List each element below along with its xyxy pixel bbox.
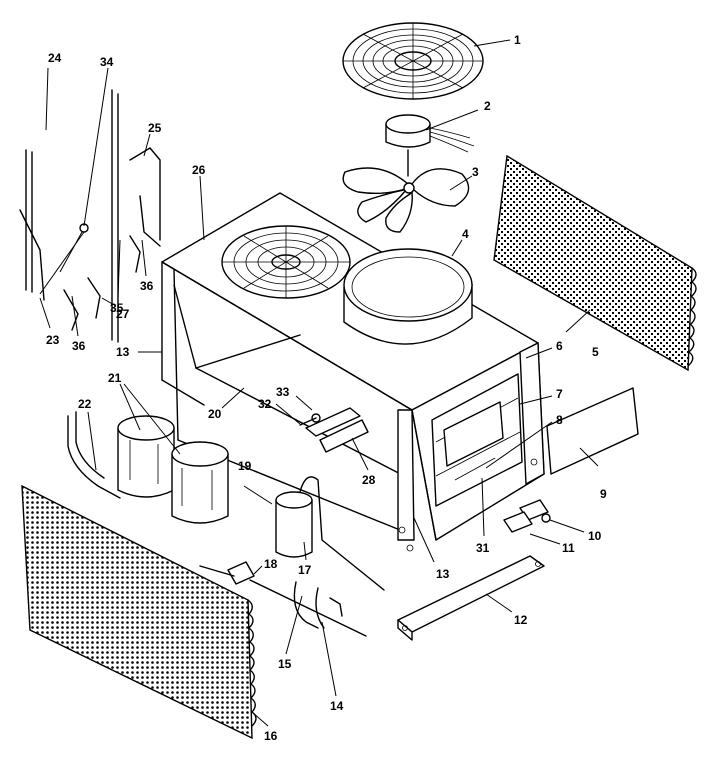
callout-23: 23: [46, 333, 60, 347]
callout-9: 9: [600, 487, 607, 501]
callout-32: 32: [258, 397, 272, 411]
callout-20: 20: [208, 407, 222, 421]
callout-8: 8: [556, 413, 563, 427]
callout-17: 17: [298, 563, 312, 577]
filter-drier: [199, 561, 367, 637]
mounting-brackets: [19, 89, 161, 343]
fan-blade: [342, 167, 470, 233]
callout-34: 34: [100, 55, 114, 69]
callout-3: 3: [472, 165, 479, 179]
leader-lines: [39, 39, 599, 727]
callout-14: 14: [330, 699, 344, 713]
callout-labels: 1 2 3 4 5 6 7 8 9 10 11 12 13 13 14 15 1…: [46, 33, 607, 743]
callout-28: 28: [362, 473, 376, 487]
callout-13-left: 13: [116, 345, 130, 359]
base-rail: [397, 555, 545, 641]
callout-36-left: 36: [72, 339, 86, 353]
callout-11: 11: [562, 541, 575, 555]
callout-31: 31: [476, 541, 490, 555]
callout-2: 2: [484, 99, 491, 113]
callout-1: 1: [514, 33, 521, 47]
callout-5: 5: [592, 345, 599, 359]
condenser-coil-left: [21, 484, 257, 740]
callout-7: 7: [556, 387, 563, 401]
callout-19: 19: [238, 459, 252, 473]
fan-guard-top: [342, 22, 484, 100]
callout-21: 21: [108, 371, 122, 385]
callout-16: 16: [264, 729, 278, 743]
callout-33: 33: [276, 385, 290, 399]
callout-12: 12: [514, 613, 528, 627]
callout-4: 4: [462, 227, 469, 241]
condenser-coil-right: [493, 154, 697, 372]
fan-motor: [385, 114, 475, 177]
callout-36-right: 36: [140, 279, 154, 293]
callout-35: 35: [110, 301, 124, 315]
access-panel: [546, 387, 639, 475]
callout-15: 15: [278, 657, 292, 671]
accumulator: [275, 476, 385, 591]
callout-24: 24: [48, 51, 62, 65]
callout-22: 22: [78, 397, 92, 411]
callout-10: 10: [588, 529, 602, 543]
control-box: [443, 401, 504, 481]
compressors: [117, 415, 229, 524]
callout-27: 27: [116, 307, 130, 321]
service-valves: [503, 499, 551, 533]
fan-guard-cabinet: [221, 225, 351, 299]
callout-6: 6: [556, 339, 563, 353]
callout-25: 25: [148, 121, 162, 135]
callout-18: 18: [264, 557, 278, 571]
callout-26: 26: [192, 163, 206, 177]
callout-13-bottom: 13: [436, 567, 450, 581]
reversing-valve: [299, 407, 369, 453]
discharge-line: [67, 411, 121, 499]
fan-orifice: [343, 248, 473, 345]
